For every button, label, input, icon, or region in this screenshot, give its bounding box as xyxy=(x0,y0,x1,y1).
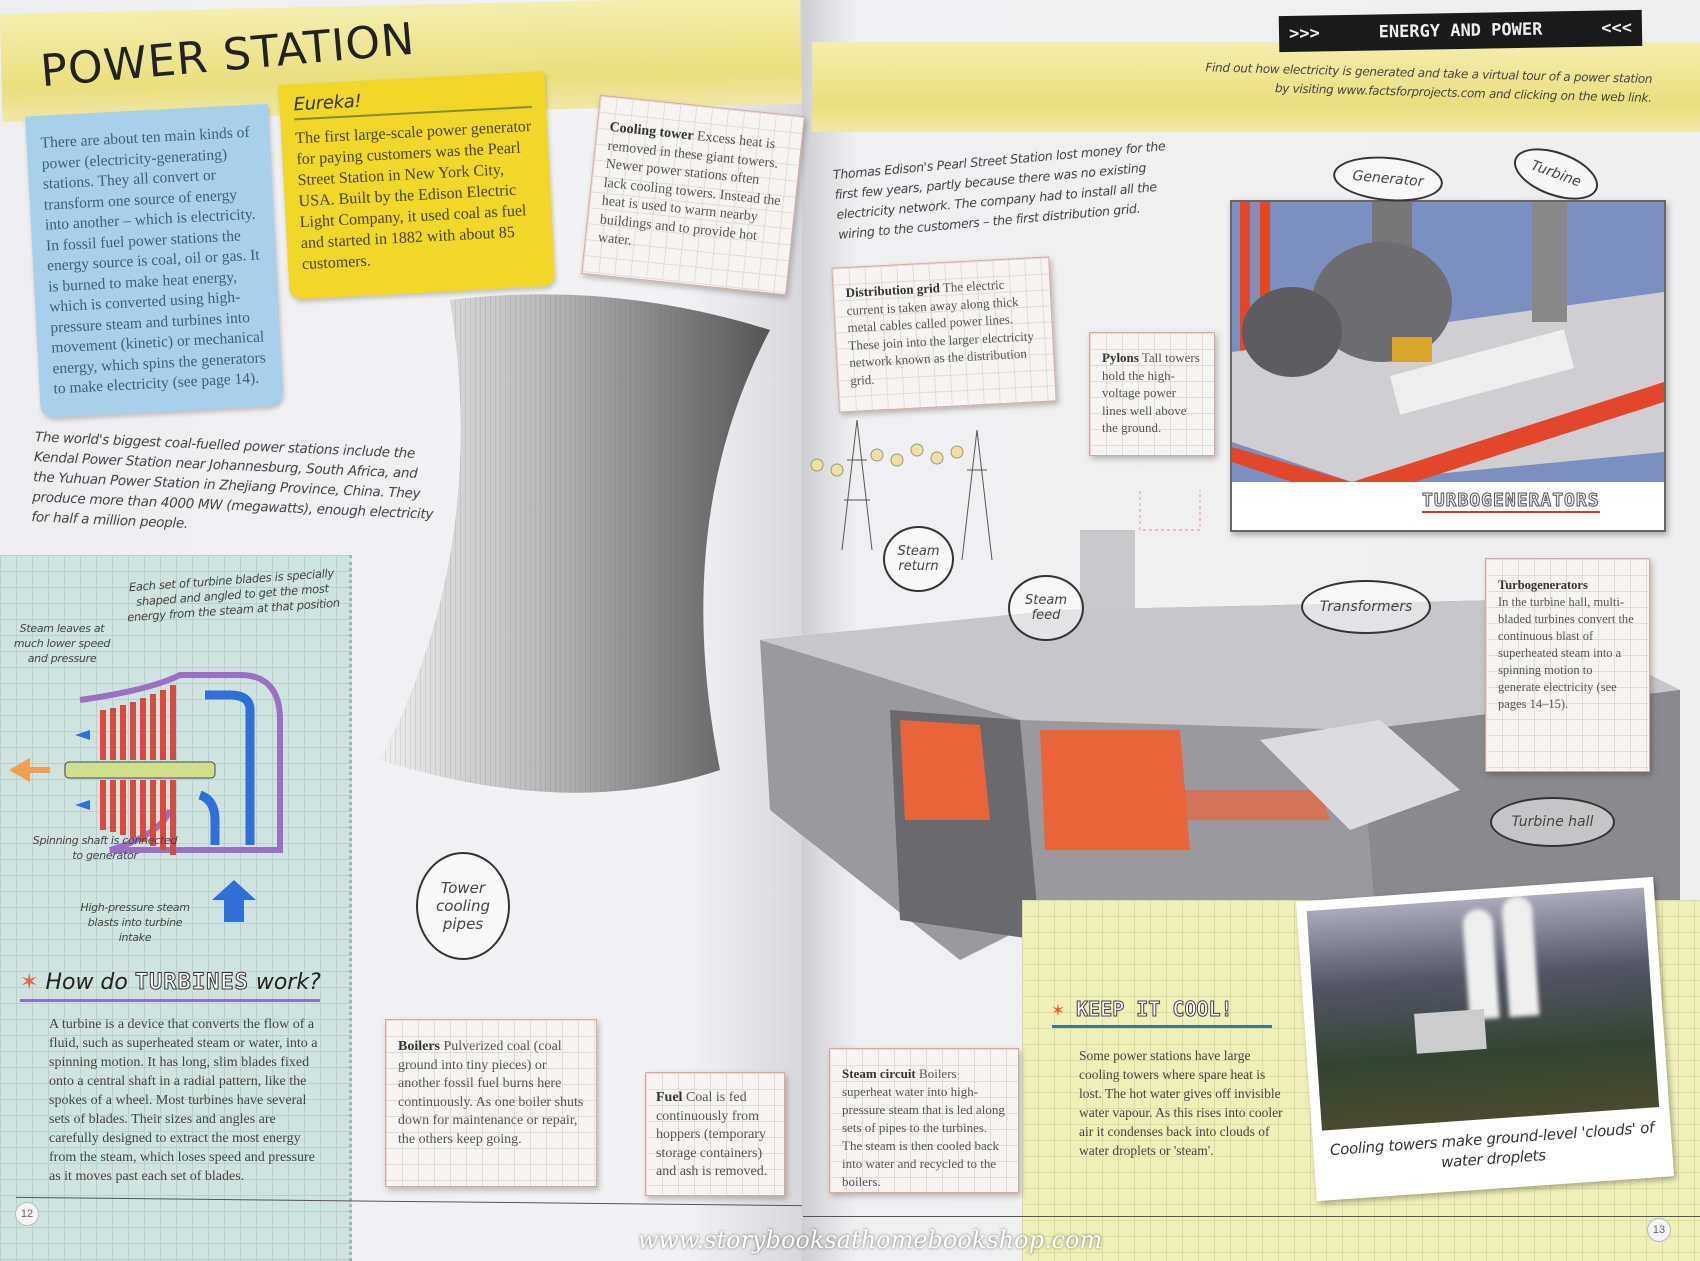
turbines-text: A turbine is a device that converts the … xyxy=(49,1017,318,1184)
right-page: >>> ENERGY AND POWER <<< Find out how el… xyxy=(760,0,1700,1261)
pylons-label: Pylons xyxy=(1102,350,1139,365)
steam-circuit-text: Boilers superheat water into high-pressu… xyxy=(842,1066,1005,1189)
turbine-panel: Each set of turbine blades is specially … xyxy=(0,555,352,1261)
star-icon: ✶ xyxy=(1052,997,1065,1021)
transformer-block xyxy=(1080,530,1135,610)
eureka-heading: Eureka! xyxy=(293,81,533,121)
section-title: ENERGY AND POWER xyxy=(1378,19,1543,43)
cooling-tower-text: Excess heat is removed in these giant to… xyxy=(597,129,782,249)
watermark: www.storybooksathomebookshop.com xyxy=(637,1226,1103,1254)
keep-cool-text: Some power stations have large cooling t… xyxy=(1079,1048,1283,1158)
intake-note: High-pressure steam blasts into turbine … xyxy=(80,901,190,944)
steam-flow-arrow xyxy=(205,690,255,845)
turbines-heading: ✶ How do TURBINES work? xyxy=(20,970,321,1002)
turbogenerators-text: In the turbine hall, multi-bladed turbin… xyxy=(1498,595,1634,711)
output-arrow xyxy=(10,757,50,783)
fuel-callout: Fuel Coal is fed continuously from hoppe… xyxy=(645,1072,785,1196)
boilers-text: Pulverized coal (coal ground into tiny p… xyxy=(398,1039,584,1147)
turbogenerators-caption: TURBOGENERATORS xyxy=(1422,490,1600,513)
cooling-photo: Cooling towers make ground-level 'clouds… xyxy=(1295,876,1675,1202)
steam-leaves-note: Steam leaves at much lower speed and pre… xyxy=(13,622,111,665)
eureka-box: Eureka! The first large-scale power gene… xyxy=(278,71,556,300)
photo-image xyxy=(1306,887,1660,1131)
steam-circuit-label: Steam circuit xyxy=(842,1066,916,1081)
star-icon: ✶ xyxy=(20,970,39,995)
pylons-callout: Pylons Tall towers hold the high-voltage… xyxy=(1089,332,1215,456)
fact-text: The world's biggest coal-fuelled power s… xyxy=(31,429,434,532)
steam-return-label: Steam return xyxy=(883,526,954,592)
section-header: >>> ENERGY AND POWER <<< xyxy=(1278,9,1643,53)
page-rule-right xyxy=(803,1216,1700,1217)
transformers-label: Transformers xyxy=(1301,580,1431,634)
right-banner xyxy=(812,42,1700,132)
turbine-blades xyxy=(100,685,176,855)
intro-box: There are about ten main kinds of power … xyxy=(25,103,284,419)
pylons-illustration xyxy=(810,419,993,561)
boilers-callout: Boilers Pulverized coal (coal ground int… xyxy=(385,1019,597,1187)
turbine-label: Turbine xyxy=(1507,138,1605,210)
steam-feed-label: Steam feed xyxy=(1008,575,1084,641)
keep-cool-heading: ✶ KEEP IT COOL! xyxy=(1052,997,1272,1028)
pylons-text: Tall towers hold the high-voltage power … xyxy=(1102,350,1200,435)
generator-label: Generator xyxy=(1331,152,1445,206)
page-number-right: 13 xyxy=(1647,1218,1671,1242)
intake-arrow-icon xyxy=(212,880,256,900)
turbogenerators-label: Turbogenerators xyxy=(1498,578,1588,592)
shaft-note: Spinning shaft is connected to generator xyxy=(32,834,178,862)
blades-note: Each set of turbine blades is specially … xyxy=(126,565,341,625)
page-number-left: 12 xyxy=(15,1202,39,1226)
boiler-cutaway xyxy=(900,720,990,820)
intro-text: There are about ten main kinds of power … xyxy=(40,123,267,398)
tower-pipes-label: Tower cooling pipes xyxy=(416,852,510,960)
steam-circuit-callout: Steam circuit Boilers superheat water in… xyxy=(829,1048,1019,1193)
power-station-building xyxy=(760,490,1680,970)
fuel-label: Fuel xyxy=(656,1090,683,1105)
eureka-text: The first large-scale power generator fo… xyxy=(294,117,532,274)
distribution-callout: Distribution grid The electric current i… xyxy=(831,256,1057,413)
cooling-tower-callout: Cooling tower Excess heat is removed in … xyxy=(581,94,805,296)
turbine-shaft xyxy=(64,761,216,779)
cooling-tower-illustration xyxy=(380,294,770,793)
fuel-text: Coal is fed continuously from hoppers (t… xyxy=(656,1090,768,1179)
turbogenerators-callout: Turbogenerators In the turbine hall, mul… xyxy=(1485,558,1650,772)
distribution-label: Distribution grid xyxy=(845,280,941,301)
turbine-diagram xyxy=(10,672,283,855)
edison-text: Thomas Edison's Pearl Street Station los… xyxy=(832,138,1166,242)
left-page: POWER STATION There are about ten main k… xyxy=(0,0,805,1261)
turbine-hall-label: Turbine hall xyxy=(1490,797,1615,847)
boilers-label: Boilers xyxy=(398,1039,440,1054)
turbogenerators-figure: TURBOGENERATORS xyxy=(1230,200,1666,532)
turbogenerator-illustration xyxy=(1232,202,1664,502)
